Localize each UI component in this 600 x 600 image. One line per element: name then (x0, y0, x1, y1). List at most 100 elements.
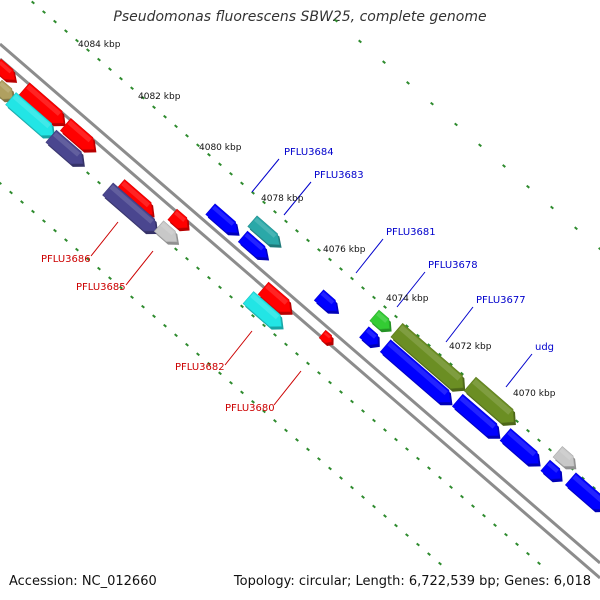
gene-blue-9[interactable] (564, 472, 600, 513)
gene-green-1[interactable] (369, 309, 392, 333)
scale-tick (53, 228, 57, 233)
gene-red-5-body (167, 208, 188, 229)
gene-red-6-body (257, 281, 291, 313)
scale-tick (405, 447, 409, 451)
gene-blue-4-body (359, 326, 379, 346)
gene-olive-2[interactable] (463, 376, 516, 426)
scale-tick (97, 266, 101, 271)
gene-label-forward[interactable]: PFLU3683 (314, 170, 364, 181)
scale-tick (339, 476, 343, 480)
scale-tick (262, 409, 266, 414)
gene-label-forward[interactable]: udg (535, 342, 554, 353)
gene-gray-1-body (153, 220, 178, 243)
scale-tick (350, 485, 354, 490)
gene-khaki-1[interactable] (0, 79, 15, 103)
scale-tick (108, 67, 112, 72)
gene-label-reverse[interactable]: PFLU3680 (225, 403, 275, 414)
gene-label-reverse[interactable]: PFLU3685 (76, 282, 126, 293)
scale-label: 4078 kbp (261, 194, 304, 204)
gene-teal-1[interactable] (247, 215, 282, 248)
scale-tick (218, 162, 222, 167)
gene-blue-6[interactable] (451, 393, 501, 439)
gene-red-7[interactable] (318, 329, 334, 346)
gene-label-reverse[interactable]: PFLU3682 (175, 362, 225, 373)
scale-tick (502, 164, 506, 168)
gene-navy-2[interactable] (102, 182, 159, 235)
gene-gray-2-highlight (559, 448, 573, 461)
scale-tick (454, 122, 458, 127)
gene-blue-8[interactable] (540, 459, 563, 483)
gene-label-forward[interactable]: PFLU3678 (428, 260, 478, 271)
gene-gray-1[interactable] (153, 220, 180, 245)
scale-tick (526, 184, 530, 189)
map-title: Pseudomonas fluorescens SBW25, complete … (113, 9, 487, 25)
gene-cyan-1[interactable] (5, 92, 56, 139)
backbone-outer (0, 42, 600, 565)
gene-features (0, 58, 600, 513)
gene-blue-2[interactable] (237, 230, 270, 261)
scale-tick (119, 285, 123, 290)
gene-blue-3-highlight (320, 291, 335, 305)
gene-blue-1-body (205, 203, 238, 234)
gene-blue-1[interactable] (205, 203, 240, 236)
gene-red-1[interactable] (0, 58, 18, 83)
scale-label: 4072 kbp (449, 342, 492, 352)
scale-tick (284, 219, 288, 224)
gene-blue-5[interactable] (379, 339, 453, 406)
gene-label-forward[interactable]: PFLU3681 (386, 227, 436, 238)
gene-olive-1[interactable] (390, 322, 466, 392)
gene-label-forward[interactable]: PFLU3684 (284, 147, 334, 158)
scale-tick (405, 533, 409, 537)
scale-tick (537, 438, 541, 443)
scale-tick (185, 133, 189, 138)
scale-tick (273, 333, 277, 337)
gene-navy-1-highlight (52, 132, 81, 157)
gene-green-1-body (369, 309, 390, 330)
gene-label-reverse[interactable]: PFLU3686 (41, 254, 91, 265)
scale-tick (526, 551, 530, 556)
scale-tick (361, 409, 365, 413)
scale-tick (339, 390, 343, 394)
scale-tick (427, 343, 431, 347)
gene-blue-8-body (540, 459, 561, 480)
scale-tick (358, 39, 362, 44)
callout-line (445, 306, 474, 343)
scale-tick (394, 437, 398, 442)
gene-red-2[interactable] (18, 82, 66, 127)
scale-tick (416, 456, 420, 461)
scale-tick (295, 438, 299, 442)
scale-tick (119, 76, 123, 81)
gene-cyan-2-highlight (250, 293, 280, 320)
gene-red-3[interactable] (59, 118, 97, 153)
scale-tick (406, 81, 410, 85)
gene-blue-2-body (237, 230, 268, 258)
gene-blue-2-highlight (244, 233, 264, 251)
gene-blue-3[interactable] (313, 289, 340, 314)
callout-line (396, 271, 426, 308)
scale-tick (460, 371, 464, 376)
scale-tick (361, 495, 365, 499)
scale-tick (141, 304, 145, 309)
gene-gray-2[interactable] (552, 446, 577, 470)
scale-label: 4080 kbp (199, 143, 242, 153)
gene-red-7-highlight (323, 332, 331, 339)
gene-cyan-2[interactable] (242, 291, 284, 330)
scale-tick (306, 238, 310, 243)
scale-label: 4082 kbp (138, 92, 181, 102)
gene-navy-1[interactable] (45, 129, 85, 167)
gene-label-forward[interactable]: PFLU3677 (476, 295, 526, 306)
gene-blue-5-highlight (387, 341, 448, 396)
scale-tick (295, 229, 299, 233)
scale-tick (20, 200, 24, 204)
gene-red-6[interactable] (257, 281, 293, 315)
gene-red-2-body (18, 82, 64, 124)
scale-tick (97, 180, 101, 185)
scale-tick (306, 361, 310, 366)
scale-tick (152, 314, 156, 319)
callout-line (125, 250, 154, 286)
scale-tick (478, 143, 482, 148)
gene-blue-7[interactable] (499, 428, 541, 467)
gene-red-5[interactable] (167, 208, 190, 232)
scale-tick (108, 276, 112, 281)
gene-blue-4[interactable] (359, 326, 380, 349)
